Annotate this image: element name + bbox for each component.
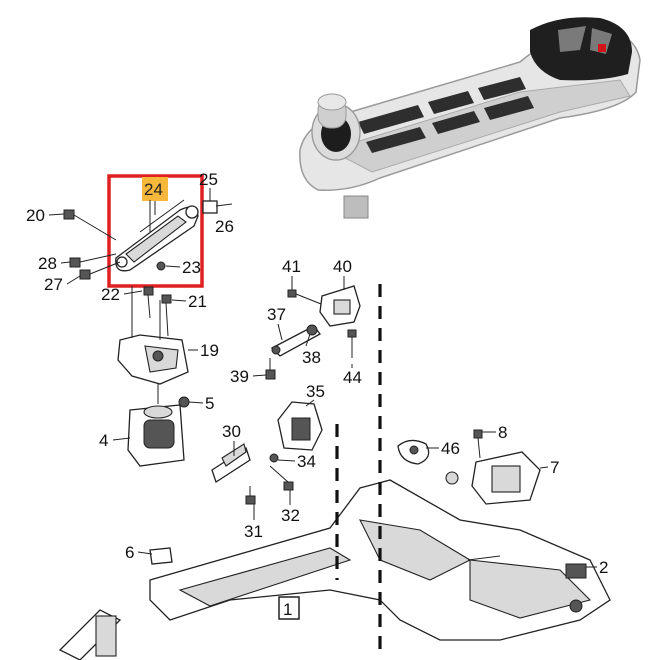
callout-30: 30 — [222, 422, 241, 441]
callout-20: 20 — [26, 206, 45, 225]
frame-box — [278, 596, 300, 620]
callout-8: 8 — [498, 423, 507, 442]
callout-7: 7 — [550, 458, 559, 477]
callout-34: 34 — [297, 452, 316, 471]
torque-rod-photo — [299, 17, 641, 219]
callout-22: 22 — [101, 285, 120, 304]
callout-37: 37 — [267, 305, 286, 324]
callout-46: 46 — [441, 439, 460, 458]
callout-4: 4 — [99, 431, 108, 450]
callout-19: 19 — [200, 341, 219, 360]
callout-31: 31 — [244, 522, 263, 541]
callout-24: 24 — [144, 180, 163, 199]
callout-2: 2 — [599, 558, 608, 577]
callout-25: 25 — [199, 170, 218, 189]
leader-lines — [48, 188, 597, 568]
frame-label: 1 — [283, 600, 292, 619]
callout-26: 26 — [215, 217, 234, 236]
part-19-bracket — [117, 286, 189, 385]
callout-35: 35 — [306, 382, 325, 401]
parts-40-44-group — [265, 285, 361, 380]
callout-41: 41 — [282, 257, 301, 276]
callout-32: 32 — [281, 506, 300, 525]
part-24-torque-rod — [115, 199, 233, 272]
part-4-engine-mount — [127, 384, 190, 467]
highlight-frame — [107, 174, 204, 288]
parts-7-8-46-group — [397, 429, 541, 505]
callout-44: 44 — [343, 368, 362, 387]
callout-5: 5 — [205, 394, 214, 413]
callout-38: 38 — [302, 348, 321, 367]
callout-21: 21 — [188, 292, 207, 311]
subframe — [58, 479, 611, 660]
callout-28: 28 — [38, 254, 57, 273]
callout-24-highlight — [142, 177, 168, 201]
callout-40: 40 — [333, 257, 352, 276]
callout-6: 6 — [125, 543, 134, 562]
callout-labels: 20 24 25 26 28 27 23 22 21 19 5 4 41 40 … — [26, 170, 608, 577]
callout-27: 27 — [44, 275, 63, 294]
callout-39: 39 — [230, 367, 249, 386]
callout-23: 23 — [182, 258, 201, 277]
